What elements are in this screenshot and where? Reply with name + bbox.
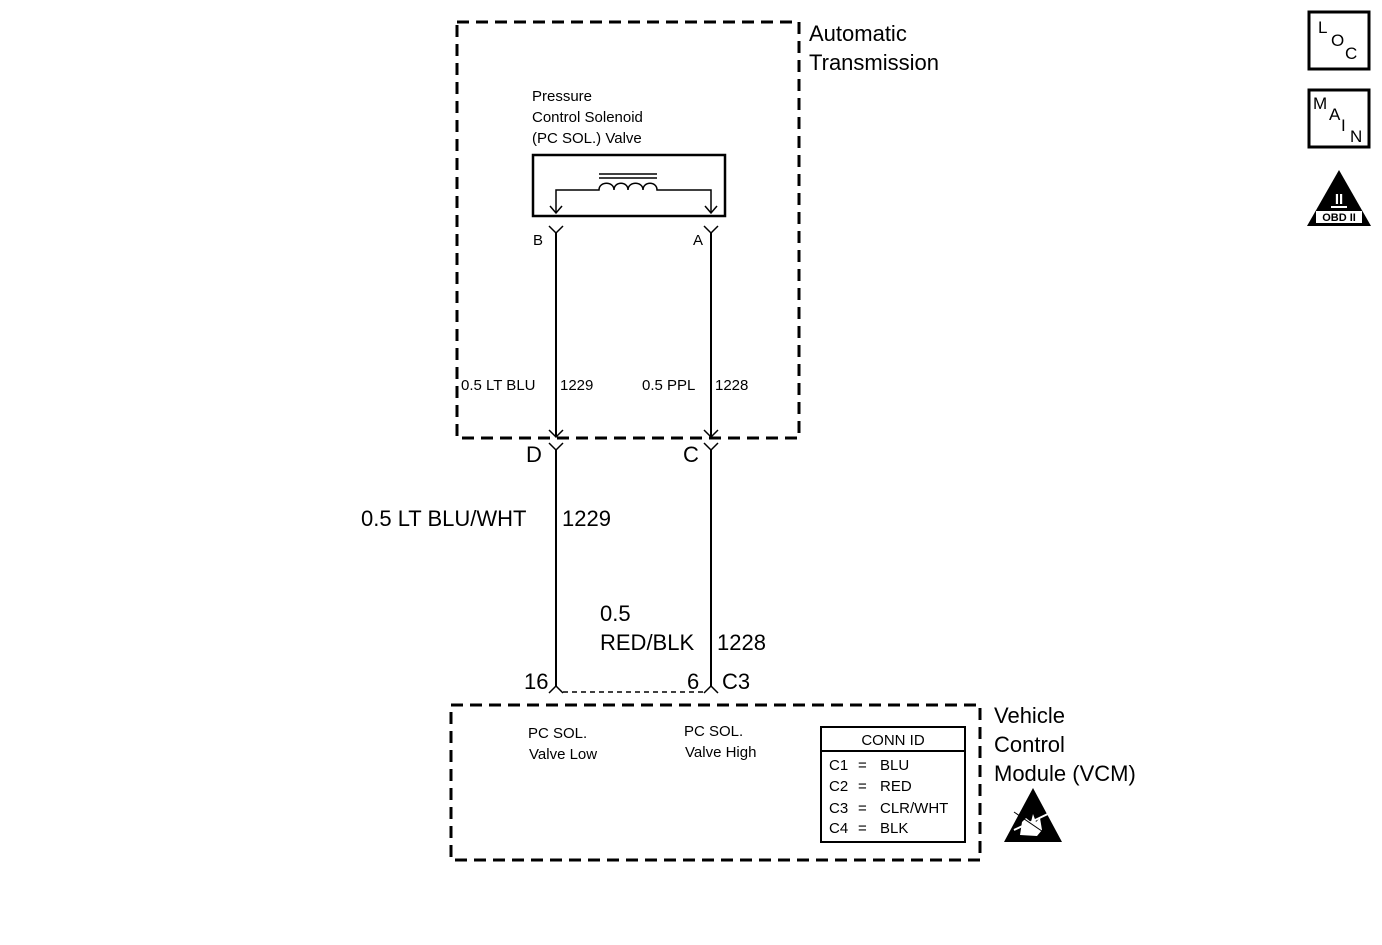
wire-1229-arrow (548, 429, 564, 439)
conn-id-row-id: C2 (829, 778, 848, 795)
wire-1228-harness-label-line1: 0.5 (600, 601, 631, 626)
wire-1229-harness-label: 0.5 LT BLU/WHT (361, 506, 526, 531)
solenoid-label-line3: (PC SOL.) Valve (532, 130, 642, 147)
conn-id-row-id: C4 (829, 820, 848, 837)
transmission-title-line1: Automatic (809, 21, 907, 46)
obd-ii-icon[interactable]: II OBD II (1307, 170, 1371, 226)
solenoid-label-line2: Control Solenoid (532, 109, 643, 126)
solenoid-label-line1: Pressure (532, 88, 592, 105)
solenoid-pin-b (548, 225, 564, 235)
wire-1228-harness-circuit: 1228 (717, 630, 766, 655)
main-icon[interactable]: M A I N (1307, 88, 1371, 149)
connector-d-symbol (548, 442, 564, 452)
esd-warning-icon (1004, 788, 1062, 842)
vcm-pin-6-symbol (703, 684, 719, 694)
vcm-pin-16-label: 16 (524, 669, 548, 694)
obd-roman-numeral: II (1335, 191, 1343, 208)
pin-b-label: B (533, 232, 543, 249)
conn-id-row-color: CLR/WHT (880, 800, 948, 817)
vcm-title-line2: Control (994, 732, 1065, 757)
vcm-input-high-line1: PC SOL. (684, 723, 743, 740)
wire-1228-internal-label: 0.5 PPL (642, 377, 695, 394)
vcm-pin-16-symbol (548, 684, 564, 694)
loc-icon-letter: L (1318, 18, 1327, 37)
pin-a-label: A (693, 232, 703, 249)
conn-id-header: CONN ID (861, 732, 925, 749)
main-icon-letter: M (1313, 94, 1327, 113)
conn-id-row-color: BLU (880, 757, 909, 774)
wire-1228-harness-label-line2: RED/BLK (600, 630, 694, 655)
transmission-title-line2: Transmission (809, 50, 939, 75)
vcm-input-low-line2: Valve Low (529, 746, 597, 763)
conn-id-row-id: C3 (829, 800, 848, 817)
main-icon-letter: A (1329, 105, 1341, 124)
vcm-title-line3: Module (VCM) (994, 761, 1136, 786)
loc-icon-letter: O (1331, 31, 1344, 50)
connector-d-label: D (526, 442, 542, 467)
conn-id-row-color: BLK (880, 820, 908, 837)
wire-1228-arrow (703, 429, 719, 439)
connector-c-symbol (703, 442, 719, 452)
conn-id-row-eq: = (858, 778, 867, 795)
vcm-pin-6-label: 6 (687, 669, 699, 694)
wire-1228-internal-circuit: 1228 (715, 377, 748, 394)
conn-id-row-id: C1 (829, 757, 848, 774)
wire-1229-internal-label: 0.5 LT BLU (461, 377, 536, 394)
main-icon-letter: I (1341, 116, 1346, 135)
main-icon-letter: N (1350, 127, 1362, 146)
conn-id-row-eq: = (858, 757, 867, 774)
conn-id-row-color: RED (880, 778, 912, 795)
loc-icon[interactable]: L O C (1307, 10, 1371, 71)
solenoid-pin-a (703, 225, 719, 235)
conn-id-row-eq: = (858, 820, 867, 837)
wire-1229-harness-circuit: 1229 (562, 506, 611, 531)
obd-ii-label: OBD II (1322, 212, 1356, 224)
loc-icon-letter: C (1345, 44, 1357, 63)
wire-1229-internal-circuit: 1229 (560, 377, 593, 394)
vcm-input-high-line2: Valve High (685, 744, 756, 761)
conn-id-row-eq: = (858, 800, 867, 817)
conn-id-table: CONN ID C1 = BLU C2 = RED C3 = CLR/WHT C… (820, 726, 966, 843)
vcm-title-line1: Vehicle (994, 703, 1065, 728)
transmission-boundary (455, 20, 801, 440)
connector-c3-label: C3 (722, 669, 750, 694)
solenoid-valve-symbol (531, 153, 727, 218)
connector-c-label: C (683, 442, 699, 467)
vcm-input-low-line1: PC SOL. (528, 725, 587, 742)
